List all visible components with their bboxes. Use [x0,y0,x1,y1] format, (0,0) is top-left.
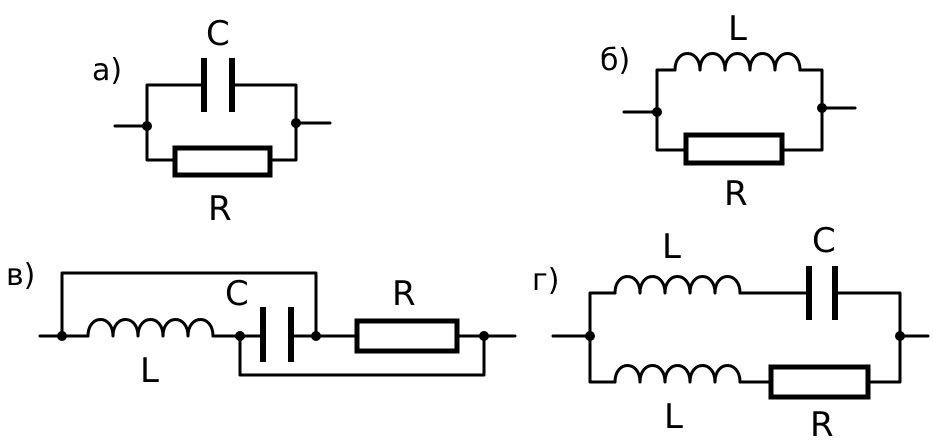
circuit-b-inductor [673,52,802,72]
circuit-a: а) C R [92,14,332,229]
circuit-v-node-2 [235,331,245,341]
circuit-v-label-c: C [225,274,249,314]
circuit-g-inductor-bottom [613,364,742,384]
circuit-b-label-l: L [728,9,747,49]
circuit-a-node-left [142,121,152,131]
circuit-g: г) L C L R [532,221,930,444]
circuit-v-node-4 [479,331,489,341]
circuit-v-inductor [86,318,215,338]
circuit-a-label-r: R [208,189,232,229]
circuit-a-wires [113,83,332,162]
circuit-v: в) C R L [6,258,517,391]
circuit-v-label-l: L [140,351,159,391]
circuit-g-wires [551,291,930,384]
circuit-v-label-r: R [392,274,416,314]
circuit-a-label-c: C [206,14,230,54]
circuit-a-letter: а) [92,53,122,88]
circuit-v-resistor [354,318,460,354]
circuit-g-label-r: R [810,405,834,444]
circuit-b-label-r: R [724,174,748,214]
circuit-b-node-left [652,107,662,117]
circuit-g-node-left [585,331,595,341]
circuit-v-letter: в) [6,258,35,293]
circuit-b: б) L R [600,9,857,214]
circuit-g-node-right [895,331,905,341]
circuit-v-node-1 [57,331,67,341]
circuit-g-label-l-bottom: L [664,397,683,437]
circuit-a-node-right [291,118,301,128]
circuit-g-label-l-top: L [662,227,681,267]
circuit-b-wires [622,68,857,152]
circuit-b-node-right [817,103,827,113]
circuit-v-node-3 [311,331,321,341]
circuit-g-label-c: C [812,221,836,261]
circuit-b-resistor [683,132,785,166]
circuit-g-resistor [768,364,871,400]
circuit-b-letter: б) [600,43,630,78]
circuit-a-resistor [172,145,273,178]
circuit-g-inductor-top [613,275,742,295]
circuit-g-letter: г) [532,263,559,298]
